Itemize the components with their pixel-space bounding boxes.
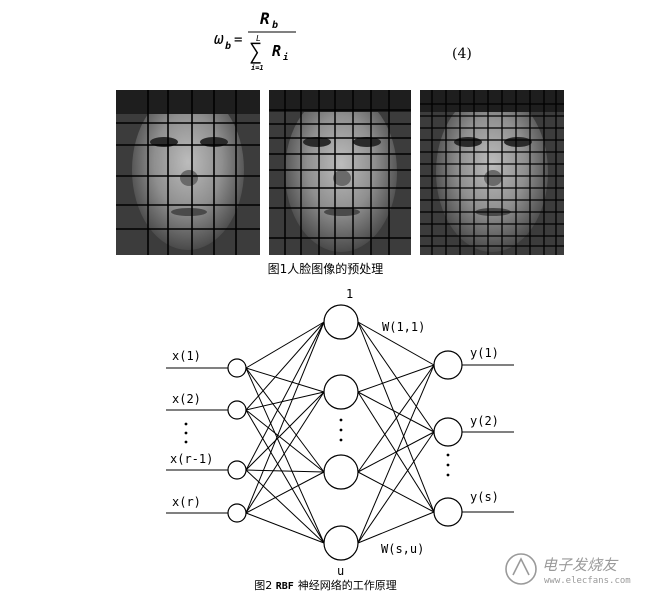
figure2-caption-rest: 神经网络的工作原理: [297, 579, 397, 592]
input-node-r-1: [227, 460, 247, 480]
output-label-s: y(s): [470, 490, 499, 504]
input-node-2: [227, 400, 247, 420]
watermark-text: 电子发烧友: [542, 556, 619, 574]
eq-omega-sub: b: [225, 41, 231, 52]
face-image-1: [116, 90, 260, 255]
eq-sum-top: L: [256, 34, 261, 43]
output-label-1: y(1): [470, 346, 499, 360]
svg-text:=: =: [234, 32, 242, 48]
face-grid-2: [269, 90, 411, 255]
input-label-2: x(2): [172, 392, 201, 406]
input-node-1: [227, 358, 247, 378]
eq-omega: ω: [214, 29, 224, 48]
face-grid-1: [116, 90, 260, 255]
elecfans-watermark: 电子发烧友 www.elecfans.com: [505, 553, 631, 586]
input-label-r: x(r): [172, 495, 201, 509]
hidden-node-3: [323, 454, 359, 490]
eq-denominator: R: [272, 42, 281, 60]
eq-numerator-sub: b: [272, 20, 278, 31]
input-label-r-1: x(r-1): [170, 452, 213, 466]
figure2-caption-rbf: RBF: [275, 581, 294, 592]
hidden-label-top: 1: [346, 287, 353, 301]
weight-label-top: W(1,1): [382, 320, 425, 334]
hidden-node-1: [323, 304, 359, 340]
watermark-logo-icon: [505, 553, 537, 585]
network-connections: [166, 321, 514, 544]
eq-sum-bottom: i=1: [251, 64, 264, 72]
figure1-faces: [116, 90, 564, 255]
watermark-url: www.elecfans.com: [544, 576, 631, 586]
face-image-2: [269, 90, 411, 255]
weight-label-bottom: W(s,u): [381, 542, 424, 556]
output-node-2: [433, 417, 463, 447]
eq-denominator-sub: i: [283, 52, 288, 63]
output-node-s: [433, 497, 463, 527]
output-label-2: y(2): [470, 414, 499, 428]
figure2-caption-prefix: 图2: [254, 579, 273, 592]
input-node-r: [227, 503, 247, 523]
ellipsis-dots: [184, 418, 450, 477]
figure1-caption: 图1人脸图像的预处理: [267, 262, 384, 276]
face-grid-3: [420, 90, 564, 255]
input-label-1: x(1): [172, 349, 201, 363]
equation-4: ω b = R b L ∑ i=1 R i: [214, 9, 296, 72]
face-image-3: [420, 90, 564, 255]
hidden-node-2: [323, 374, 359, 410]
hidden-node-u: [323, 525, 359, 561]
equation-number: (4): [452, 46, 472, 62]
eq-sum-sign: ∑: [249, 40, 262, 65]
hidden-label-bottom: u: [337, 564, 344, 578]
output-node-1: [433, 350, 463, 380]
eq-numerator: R: [260, 9, 270, 28]
